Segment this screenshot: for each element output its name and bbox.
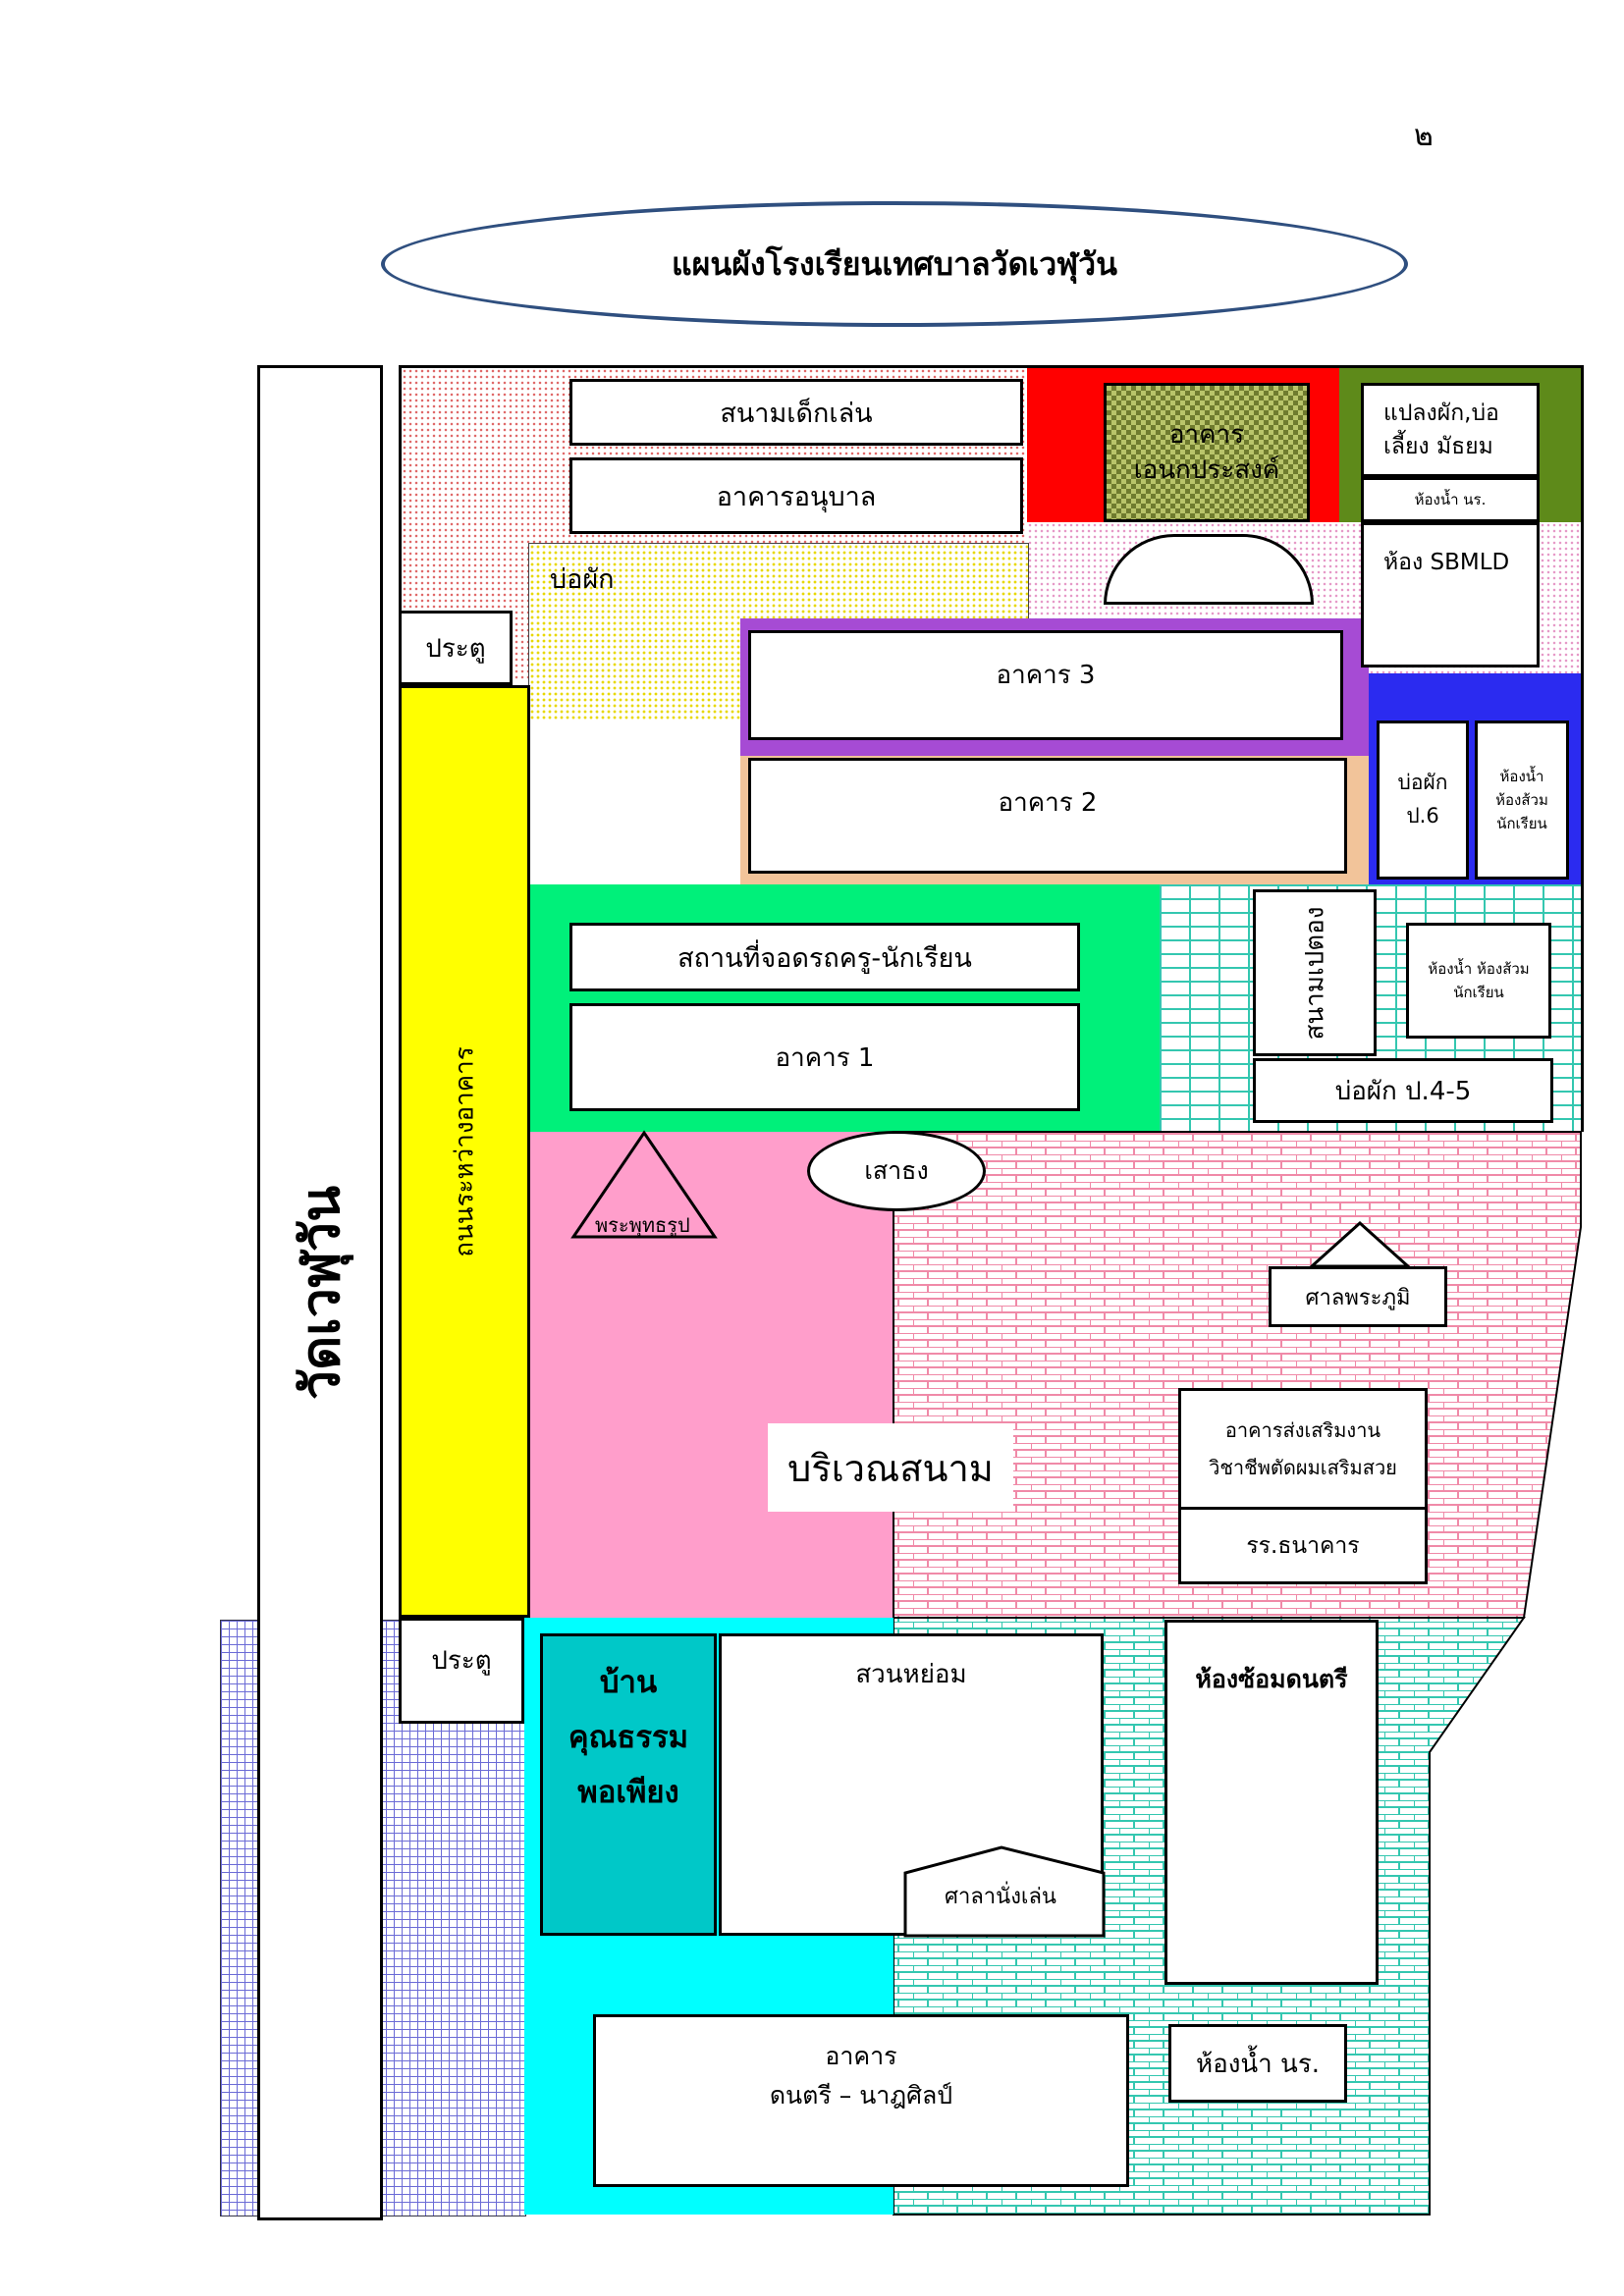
gate-bottom[interactable]: ประตู bbox=[399, 1618, 524, 1724]
temple-bar: วัดเวฬุวัน bbox=[257, 365, 383, 2220]
veg-pond-p45-label: บ่อผัก ป.4-5 bbox=[1334, 1076, 1472, 1106]
buddha-triangle bbox=[570, 1130, 718, 1239]
title-ellipse: แผนผังโรงเรียนเทศบาลวัดเวฬุวัน bbox=[381, 201, 1408, 327]
pavilion-label: ศาลานั่งเล่น bbox=[945, 1885, 1056, 1909]
vocational-label: อาคารส่งเสริมงาน วิชาชีพตัดผมเสริมสวย bbox=[1209, 1418, 1397, 1479]
building-1[interactable]: อาคาร 1 bbox=[569, 1003, 1080, 1111]
kindergarten-label: อาคารอนุบาล bbox=[716, 481, 877, 512]
road-label: ถนนระหว่างอาคาร bbox=[450, 1045, 480, 1257]
building-3-label: อาคาร 3 bbox=[996, 661, 1096, 690]
vocational-building[interactable]: อาคารส่งเสริมงาน วิชาชีพตัดผมเสริมสวย bbox=[1178, 1388, 1428, 1510]
kindergarten-building[interactable]: อาคารอนุบาล bbox=[569, 457, 1023, 534]
music-arts-building[interactable]: อาคาร ดนตรี – นาฎศิลป์ bbox=[593, 2014, 1129, 2187]
building-3[interactable]: อาคาร 3 bbox=[748, 630, 1343, 740]
veg-pond-p45[interactable]: บ่อผัก ป.4-5 bbox=[1253, 1058, 1553, 1123]
restroom-ns-bottom[interactable]: ห้องน้ำ นร. bbox=[1168, 2024, 1347, 2103]
flagpole[interactable]: เสาธง bbox=[807, 1131, 986, 1211]
music-arts-label: อาคาร ดนตรี – นาฎศิลป์ bbox=[769, 2042, 953, 2109]
spirit-house-roof bbox=[1308, 1221, 1412, 1268]
open-court-label: สนามเปตอง bbox=[1300, 906, 1330, 1040]
field-label: บริเวณสนาม bbox=[787, 1446, 994, 1490]
buddha-label: พระพุทธรูป bbox=[595, 1213, 690, 1237]
gate-bottom-label: ประตู bbox=[431, 1646, 492, 1676]
arch-structure bbox=[1104, 534, 1314, 605]
school-bank[interactable]: รร.ธนาคาร bbox=[1178, 1510, 1428, 1584]
playground[interactable]: สนามเด็กเล่น bbox=[569, 379, 1023, 446]
veg-fish-garden[interactable]: แปลงผัก,บ่อ เลี้ยง มัธยม bbox=[1361, 383, 1540, 477]
school-bank-label: รร.ธนาคาร bbox=[1246, 1532, 1360, 1559]
sbmld-label: ห้อง SBMLD bbox=[1383, 550, 1510, 575]
restroom-student-b-label: ห้องน้ำ ห้องส้วม นักเรียน bbox=[1428, 960, 1530, 1001]
multipurpose-label: อาคาร เอนกประสงค์ bbox=[1133, 419, 1280, 485]
restroom-student-a[interactable]: ห้องน้ำ ห้องส้วม นักเรียน bbox=[1475, 721, 1569, 880]
spirit-house-label: ศาลพระภูมิ bbox=[1305, 1285, 1411, 1310]
playground-label: สนามเด็กเล่น bbox=[720, 398, 873, 429]
pavilion-shape bbox=[903, 1845, 1106, 1938]
restroom-ns-top[interactable]: ห้องน้ำ นร. bbox=[1361, 477, 1540, 522]
road: ถนนระหว่างอาคาร bbox=[399, 685, 530, 1618]
parking-area[interactable]: สถานที่จอดรถครู-นักเรียน bbox=[569, 923, 1080, 991]
gate-top[interactable]: ประตู bbox=[399, 611, 513, 685]
restroom-student-b[interactable]: ห้องน้ำ ห้องส้วม นักเรียน bbox=[1406, 923, 1551, 1039]
map-title: แผนผังโรงเรียนเทศบาลวัดเวฬุวัน bbox=[672, 244, 1117, 283]
field-label-box: บริเวณสนาม bbox=[768, 1423, 1013, 1512]
flagpole-label: เสาธง bbox=[864, 1156, 929, 1185]
multipurpose-building[interactable]: อาคาร เอนกประสงค์ bbox=[1104, 383, 1310, 522]
moral-house[interactable]: บ้าน คุณธรรม พอเพียง bbox=[540, 1633, 717, 1936]
open-court[interactable]: สนามเปตอง bbox=[1253, 889, 1377, 1056]
veg-fish-label: แปลงผัก,บ่อ เลี้ยง มัธยม bbox=[1383, 400, 1499, 460]
sbmld-room[interactable]: ห้อง SBMLD bbox=[1361, 522, 1540, 667]
building-1-label: อาคาร 1 bbox=[775, 1042, 875, 1073]
music-room[interactable]: ห้องซ้อมดนตรี bbox=[1164, 1620, 1379, 1985]
veg-pond-p6-label: บ่อผัก ป.6 bbox=[1397, 771, 1448, 828]
veg-pond-label: บ่อผัก bbox=[550, 564, 615, 595]
parking-label: สถานที่จอดรถครู-นักเรียน bbox=[677, 942, 972, 974]
gate-top-label: ประตู bbox=[425, 633, 486, 664]
veg-pond-p6[interactable]: บ่อผัก ป.6 bbox=[1377, 721, 1469, 880]
music-room-label: ห้องซ้อมดนตรี bbox=[1195, 1665, 1348, 1693]
restroom-ns-bottom-label: ห้องน้ำ นร. bbox=[1195, 2049, 1321, 2079]
garden-label: สวนหย่อม bbox=[855, 1660, 967, 1689]
white-zone bbox=[528, 720, 740, 884]
moral-house-label: บ้าน คุณธรรม พอเพียง bbox=[568, 1665, 689, 1810]
restroom-ns-top-label: ห้องน้ำ นร. bbox=[1414, 491, 1487, 508]
building-2-label: อาคาร 2 bbox=[998, 788, 1098, 818]
page-number: ๒ bbox=[1414, 119, 1434, 153]
spirit-house[interactable]: ศาลพระภูมิ bbox=[1269, 1266, 1447, 1327]
restroom-student-a-label: ห้องน้ำ ห้องส้วม นักเรียน bbox=[1495, 768, 1548, 832]
building-2[interactable]: อาคาร 2 bbox=[748, 758, 1347, 874]
